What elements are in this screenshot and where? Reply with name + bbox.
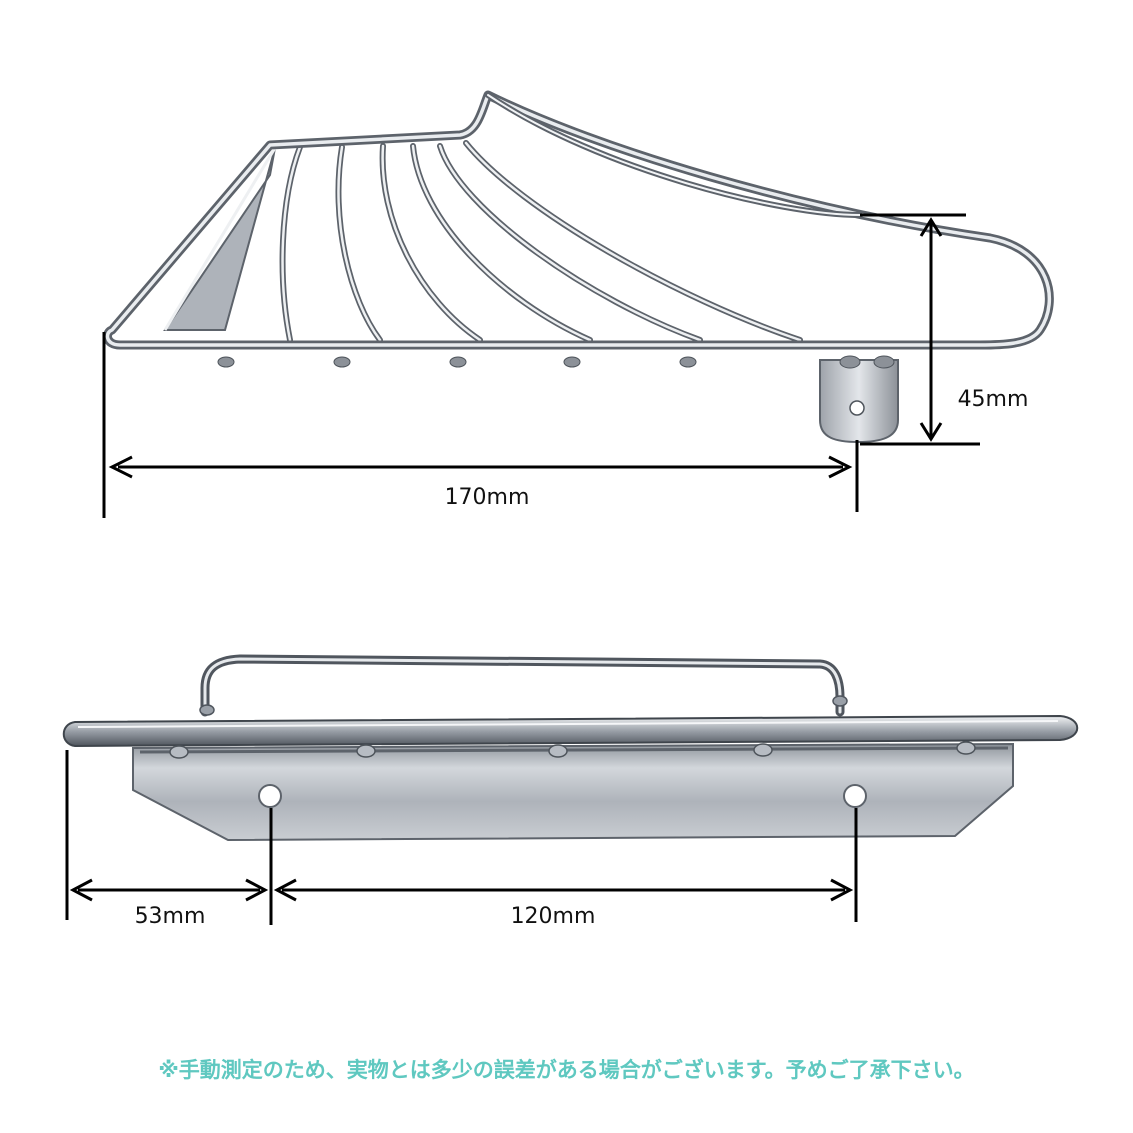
front-view-back-plate — [132, 742, 1014, 842]
height-arrowhead-bottom — [919, 422, 943, 442]
front-view-main-rail — [62, 714, 1079, 748]
hole-spacing-dimension-label: 120mm — [511, 904, 596, 929]
measurement-disclaimer-note: ※手動測定のため、実物とは多少の誤差がある場合がございます。予めご了承下さい。 — [158, 1058, 975, 1082]
width-dimension-label: 170mm — [445, 485, 530, 510]
front-view-dimensions — [65, 750, 858, 925]
hole-spacing-arrowhead-left — [273, 878, 297, 902]
side-view-dimensions — [102, 213, 980, 518]
height-dimension-label: 45mm — [958, 387, 1029, 412]
hole-spacing-arrowhead-right — [830, 878, 854, 902]
edge-to-hole-arrowhead-right — [245, 878, 269, 902]
front-view-screw-hole-left — [258, 784, 282, 808]
side-view-frame-wire — [103, 90, 1054, 350]
front-view-shelf — [62, 654, 1079, 842]
side-view-ribs — [279, 140, 803, 343]
side-view-mounting-tab — [819, 355, 899, 444]
edge-to-hole-dimension-label: 53mm — [135, 904, 206, 929]
width-arrowhead-left — [108, 455, 133, 479]
front-view-rib-ends — [169, 741, 976, 759]
side-view-screw-hole — [849, 400, 865, 416]
width-arrowhead-right — [828, 455, 853, 479]
front-view-screw-hole-right — [843, 784, 867, 808]
side-view-shelf — [103, 90, 1054, 444]
height-arrowhead-top — [919, 217, 943, 237]
edge-to-hole-arrowhead-left — [69, 878, 93, 902]
side-view-weld-dots — [217, 356, 697, 368]
front-view-handle-wire — [199, 654, 848, 717]
